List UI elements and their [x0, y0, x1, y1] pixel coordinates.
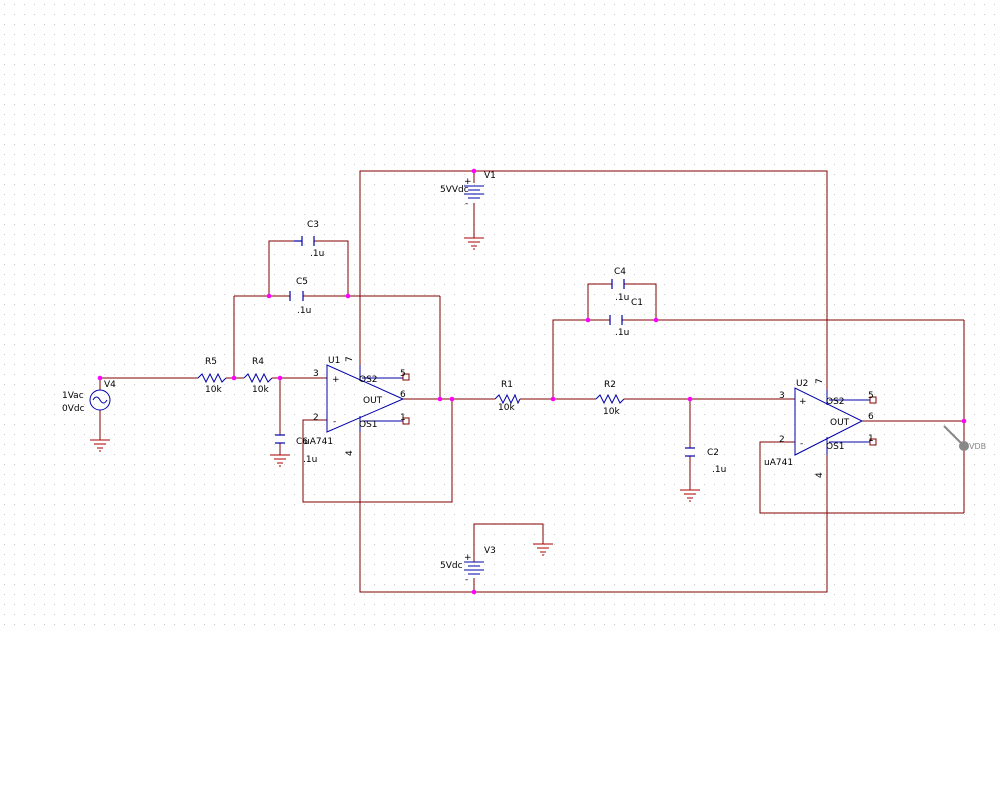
- u1-out: OUT: [363, 396, 383, 406]
- u2-out: OUT: [830, 418, 850, 428]
- c3-ref: C3: [307, 220, 319, 230]
- u1-pin6: 6: [400, 390, 406, 400]
- r4-value: 10k: [252, 385, 269, 395]
- grid: [0, 0, 1000, 630]
- r4-ref: R4: [252, 357, 264, 367]
- u2-os1: OS1: [826, 442, 845, 452]
- u2-pin6: 6: [868, 412, 874, 422]
- c4-ref: C4: [614, 267, 626, 277]
- u2-pin5: 5: [868, 391, 874, 401]
- u2-os2: OS2: [826, 397, 845, 407]
- r2-symbol: [595, 393, 625, 405]
- u1-os2: OS2: [359, 375, 378, 385]
- r2-ref: R2: [604, 380, 616, 390]
- c6-ref: C6: [296, 437, 308, 447]
- u2-opamp: [794, 387, 877, 456]
- ground-icon: [464, 237, 484, 250]
- c4-symbol: [611, 279, 625, 289]
- v3-minus: -: [465, 575, 468, 585]
- u1-minus: -: [333, 417, 336, 427]
- c3-value: .1u: [310, 249, 324, 259]
- wires: [99, 170, 965, 593]
- c1-value: .1u: [615, 328, 629, 338]
- grounds: [90, 237, 700, 556]
- labels: V1 5VVdc + - V3 5Vdc + - V4 1Vac 0Vdc R5…: [62, 171, 986, 585]
- u1-pin2: 2: [313, 413, 319, 423]
- v4-ac-source: [89, 389, 111, 411]
- c4-value: .1u: [615, 293, 629, 303]
- u1-os1: OS1: [359, 420, 378, 430]
- capacitors: [275, 236, 695, 457]
- v3-dc-source: [464, 561, 484, 575]
- u1-opamp: [326, 364, 410, 433]
- c2-symbol: [685, 447, 695, 457]
- u2-minus: -: [800, 439, 803, 449]
- r1-value: 10k: [498, 403, 515, 413]
- u2-ref: U2: [796, 379, 808, 389]
- ground-icon: [680, 489, 700, 502]
- u1-pin5: 5: [400, 369, 406, 379]
- r1-symbol: [494, 393, 521, 405]
- v1-value: 5VVdc: [440, 185, 469, 195]
- v1-ref: V1: [484, 171, 496, 181]
- junctions: [97, 168, 967, 595]
- v4-ref: V4: [104, 380, 116, 390]
- u2-pin7: 7: [815, 378, 825, 384]
- v3-value: 5Vdc: [440, 561, 463, 571]
- r5-ref: R5: [205, 357, 217, 367]
- r5-symbol: [197, 372, 227, 384]
- u2-pin1: 1: [868, 434, 874, 444]
- r2-value: 10k: [603, 407, 620, 417]
- c5-ref: C5: [296, 277, 308, 287]
- c3-symbol: [294, 236, 315, 246]
- v3-plus: +: [464, 553, 472, 563]
- u1-pin3: 3: [313, 369, 319, 379]
- c2-ref: C2: [707, 448, 719, 458]
- u1-pin1: 1: [400, 413, 406, 423]
- vdb-probe[interactable]: [943, 425, 969, 451]
- u1-ref: U1: [328, 356, 340, 366]
- ground-icon: [270, 454, 290, 467]
- r1-ref: R1: [501, 380, 513, 390]
- u1-pin4: 4: [345, 450, 355, 456]
- u2-part: uA741: [764, 458, 793, 468]
- r5-value: 10k: [205, 385, 222, 395]
- u2-pin2: 2: [779, 435, 785, 445]
- c5-value: .1u: [297, 306, 311, 316]
- ground-icon: [90, 439, 110, 452]
- u1-part: uA741: [304, 437, 333, 447]
- u2-pin3: 3: [779, 391, 785, 401]
- c5-symbol: [289, 291, 304, 301]
- v3-ref: V3: [484, 546, 496, 556]
- c6-value: .1u: [303, 455, 317, 465]
- c2-value: .1u: [712, 465, 726, 475]
- c1-ref: C1: [631, 298, 643, 308]
- resistors: [197, 372, 625, 405]
- v1-dc-source: [464, 185, 484, 199]
- ground-icon: [533, 543, 553, 556]
- c6-symbol: [275, 434, 285, 444]
- v1-minus: -: [465, 199, 468, 209]
- u2-plus: +: [799, 397, 807, 407]
- v4-ac: 1Vac: [62, 391, 84, 401]
- v1-plus: +: [464, 177, 472, 187]
- c1-symbol: [609, 315, 623, 325]
- r4-symbol: [243, 372, 273, 384]
- vdb-probe-label: VDB: [969, 442, 986, 451]
- u1-plus: +: [332, 375, 340, 385]
- u1-pin7: 7: [345, 356, 355, 362]
- v4-dc: 0Vdc: [62, 404, 85, 414]
- u2-pin4: 4: [815, 472, 825, 478]
